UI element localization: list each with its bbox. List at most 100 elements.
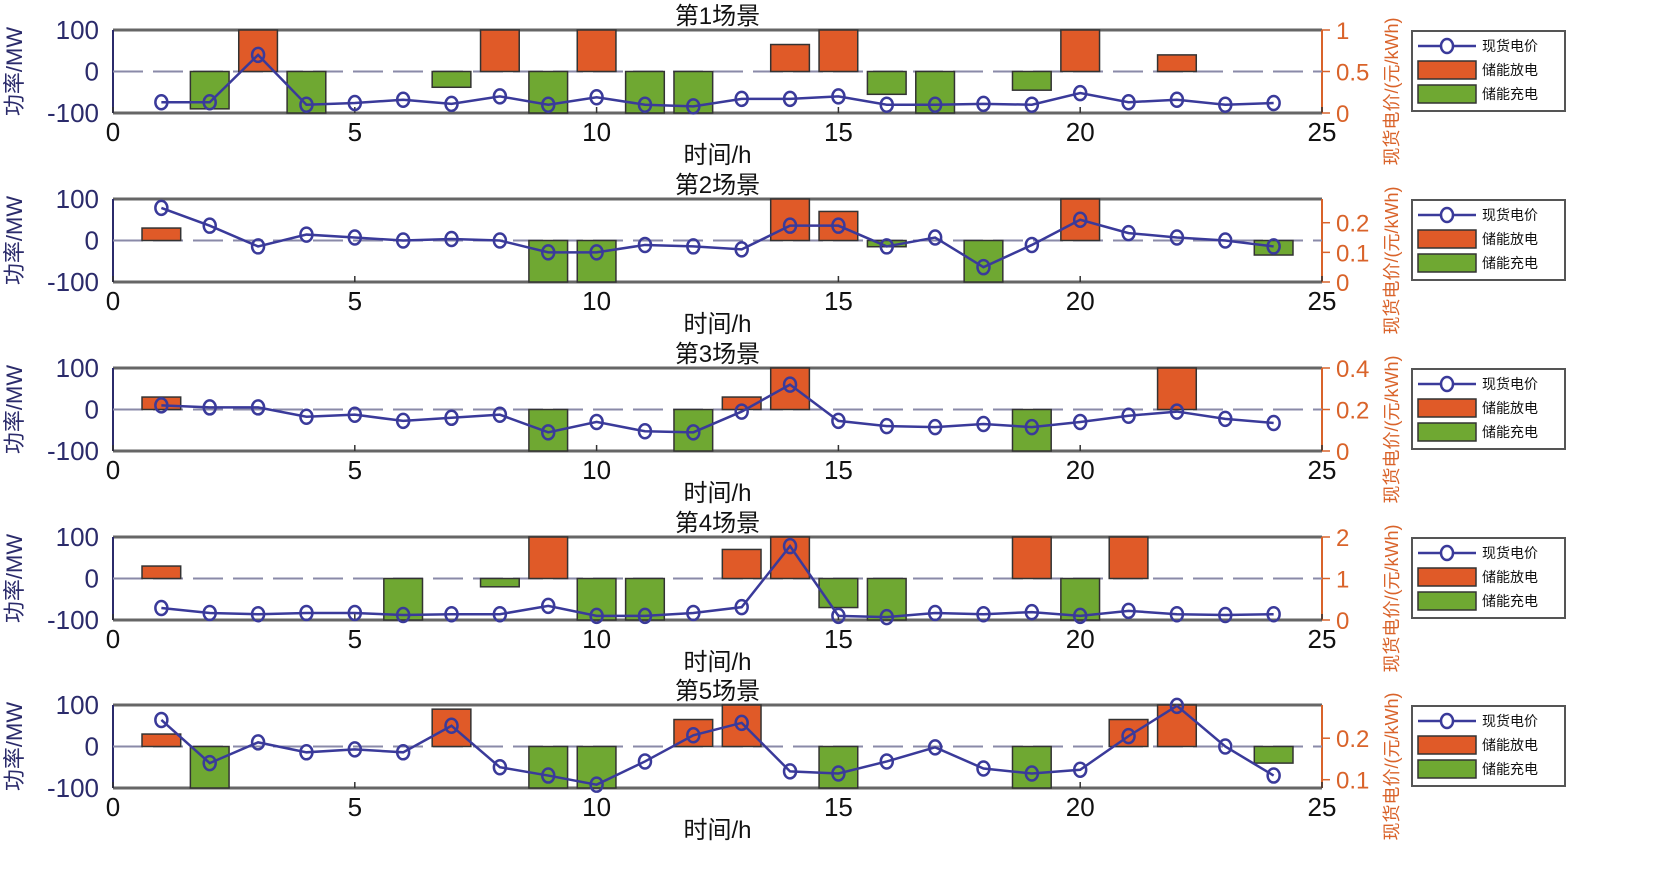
price-marker [1266,414,1281,432]
y-axis-label: 功率/MW [2,702,27,791]
y-tick-label: 100 [56,353,99,383]
price-marker [589,776,604,793]
right-y-tick-label: 0.1 [1336,768,1369,795]
price-marker [1169,91,1185,108]
charge-bar [1060,577,1101,621]
price-marker [444,95,459,113]
price-marker [782,376,798,393]
discharge-bar [141,227,182,242]
x-tick-label: 5 [348,792,362,822]
x-tick-label: 25 [1308,455,1337,485]
right-y-tick-label: 0 [1336,439,1349,466]
price-marker [1121,224,1136,242]
legend-label: 储能充电 [1482,86,1538,102]
price-marker [927,418,943,436]
charge-bar [866,70,907,96]
charge-bar [189,745,230,789]
price-marker [202,399,217,416]
y-tick-label: -100 [47,773,99,803]
price-marker [1024,418,1040,436]
legend-discharge-swatch [1417,229,1477,249]
price-marker [879,753,895,770]
right-y-axis-label: 现货电价/(元/kWh) [1382,693,1402,841]
price-marker [395,232,411,249]
legend-discharge-swatch [1417,735,1477,755]
y-tick-label: 100 [56,15,99,45]
right-y-tick-label: 0.2 [1336,726,1369,753]
x-tick-label: 25 [1308,792,1337,822]
price-marker [492,759,508,776]
price-marker [637,96,653,113]
discharge-bar [1156,704,1198,748]
price-marker [686,238,701,255]
legend-label: 现货电价 [1482,376,1538,392]
charge-bar [528,70,569,114]
charge-bar [915,70,956,114]
charge-bar [1253,745,1294,764]
price-line [161,53,1274,108]
price-marker [250,46,266,64]
discharge-bar [769,367,811,411]
charge-bar [528,745,569,789]
price-marker [734,241,749,258]
price-marker [202,754,217,772]
price-marker [202,93,217,111]
legend-label: 储能充电 [1482,255,1538,271]
legend-charge-swatch [1417,422,1477,442]
price-marker [444,409,459,427]
x-tick-label: 0 [106,286,120,316]
price-marker [347,604,363,622]
price-marker [589,244,604,261]
right-y-tick-label: 0.5 [1336,60,1369,87]
price-marker [879,608,895,626]
x-tick-label: 5 [348,286,362,316]
subplot-title: 第5场景 [675,678,760,705]
discharge-bar [1011,536,1052,580]
x-tick-label: 15 [824,792,853,822]
legend-label: 储能充电 [1482,593,1538,609]
charge-bar [431,70,472,89]
y-tick-label: -100 [47,98,99,128]
price-marker [782,537,798,555]
x-tick-label: 20 [1066,792,1095,822]
y-tick-label: 100 [56,184,99,214]
price-marker [1024,603,1040,621]
x-tick-label: 10 [582,792,611,822]
price-marker [1218,96,1233,113]
price-marker [1169,229,1185,246]
x-tick-label: 10 [582,286,611,316]
price-marker [976,605,991,623]
price-line [161,383,1274,434]
price-marker [637,753,653,770]
x-tick-label: 20 [1066,286,1095,316]
price-marker [686,98,701,115]
price-marker [686,604,701,622]
right-y-axis-label: 现货电价/(元/kWh) [1382,187,1402,335]
right-y-tick-label: 0.4 [1336,356,1369,383]
discharge-bar [479,29,520,73]
y-tick-label: 0 [85,57,99,87]
legend-label: 储能放电 [1482,737,1538,753]
x-axis-label: 时间/h [683,649,751,676]
y-axis-label: 功率/MW [2,27,27,116]
price-marker [154,599,169,617]
price-marker [879,238,895,255]
right-y-tick-label: 0 [1336,101,1349,128]
price-marker [976,760,991,777]
legend-marker-icon [1439,206,1455,224]
price-marker [734,403,749,420]
price-marker [831,88,846,105]
price-marker [1121,93,1136,111]
x-tick-label: 15 [824,286,853,316]
legend-marker-icon [1439,712,1455,730]
price-marker [250,605,266,623]
price-marker [637,423,653,440]
discharge-bar [141,565,182,580]
price-marker [589,88,604,106]
price-marker [250,238,266,255]
